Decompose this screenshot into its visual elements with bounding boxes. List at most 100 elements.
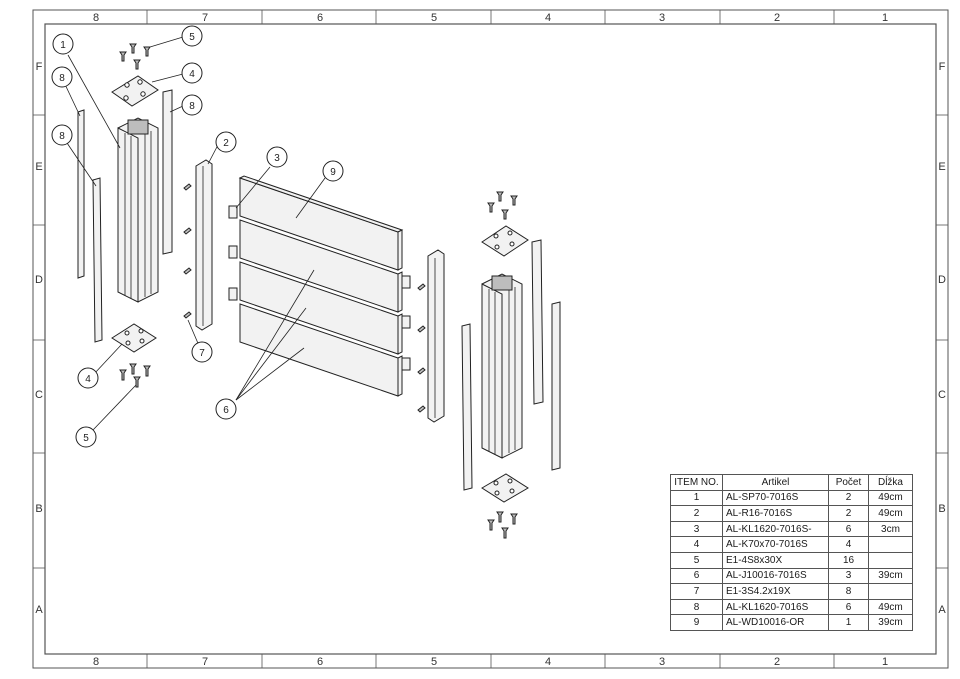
svg-text:7: 7: [199, 348, 205, 359]
callout-8-a: 8: [51, 66, 73, 88]
svg-text:9: 9: [330, 167, 336, 178]
inner-border: [44, 23, 937, 655]
screw-group-bottom-left: [119, 363, 151, 388]
svg-text:8: 8: [189, 101, 195, 112]
rail-profile-2-right: [427, 249, 445, 423]
callout-4-bottom: 4: [77, 367, 99, 389]
corner-plate-bottom-right: [481, 473, 529, 503]
callout-5-top: 5: [181, 25, 203, 47]
bom-article: E1-3S4.2x19X: [722, 583, 829, 600]
bom-count: 3: [828, 567, 869, 585]
zone-col-bottom-5: 5: [431, 656, 437, 668]
svg-text:8: 8: [59, 131, 65, 142]
bom-article: AL-R16-7016S: [722, 505, 829, 522]
bom-length: [868, 551, 913, 569]
bom-count: 2: [828, 489, 869, 507]
zone-row-right-E: E: [938, 161, 945, 173]
zone-col-top-7: 7: [202, 12, 208, 24]
bom-item: 4: [670, 536, 723, 553]
bom-length: [868, 536, 913, 553]
bom-article: AL-WD10016-OR: [722, 614, 829, 631]
bom-count: 2: [828, 505, 869, 522]
callout-9: 9: [322, 160, 344, 182]
screw-group-top-left: [119, 43, 151, 70]
small-screws-7: [183, 183, 426, 413]
bom-length: 49cm: [868, 489, 913, 507]
boards: [238, 175, 404, 397]
board-9: [238, 175, 404, 271]
svg-text:3: 3: [274, 153, 280, 164]
zone-col-bottom-8: 8: [93, 656, 99, 668]
zone-row-right-D: D: [938, 274, 946, 286]
bom-article: AL-KL1620-7016S: [722, 598, 829, 616]
bom-article: AL-KL1620-7016S-: [722, 520, 829, 538]
bom-count: 4: [828, 536, 869, 553]
zone-row-left-F: F: [36, 61, 43, 73]
bom-item: 9: [670, 614, 723, 631]
bom-header-row: ITEM NO. Artikel Počet Dĺžka: [670, 474, 913, 491]
left-post-assembly: [77, 43, 173, 388]
cover-strip-right-a: [531, 239, 544, 405]
bom-item: 6: [670, 567, 723, 585]
zone-col-bottom-2: 2: [774, 656, 780, 668]
cover-strip-8a: [77, 109, 85, 279]
svg-text:8: 8: [59, 73, 65, 84]
zone-col-top-5: 5: [431, 12, 437, 24]
zone-col-top-8: 8: [93, 12, 99, 24]
bom-count: 16: [828, 551, 869, 569]
zone-col-top-1: 1: [882, 12, 888, 24]
bom-header-length: Dĺžka: [868, 474, 913, 491]
svg-text:5: 5: [189, 32, 195, 43]
zone-col-bottom-1: 1: [882, 656, 888, 668]
zone-row-right-A: A: [938, 604, 946, 616]
screw-group-bottom-right: [487, 511, 518, 539]
svg-text:2: 2: [223, 138, 229, 149]
svg-text:4: 4: [189, 69, 195, 80]
svg-text:6: 6: [223, 405, 229, 416]
bom-header-count: Počet: [828, 474, 869, 491]
zone-ticks: [33, 10, 948, 668]
zone-col-top-4: 4: [545, 12, 551, 24]
svg-text:4: 4: [85, 374, 91, 385]
cover-strip-right-c: [461, 323, 473, 491]
bom-length: 3cm: [868, 520, 913, 538]
board-6b: [239, 261, 403, 355]
zone-col-bottom-6: 6: [317, 656, 323, 668]
bom-length: 49cm: [868, 505, 913, 522]
right-post-assembly: [461, 191, 561, 539]
bom-item: 1: [670, 489, 723, 507]
zone-row-left-B: B: [35, 503, 42, 515]
bom-item: 5: [670, 551, 723, 569]
callout-7: 7: [191, 341, 213, 363]
bom-count: 6: [828, 598, 869, 616]
callout-3: 3: [266, 146, 288, 168]
bom-count: 6: [828, 520, 869, 538]
post-profile-left: [117, 117, 159, 303]
rail-profile-2: [195, 159, 213, 331]
leader-lines: [61, 36, 326, 431]
zone-col-bottom-4: 4: [545, 656, 551, 668]
cover-strip-8c: [162, 89, 173, 255]
zone-row-left-E: E: [35, 161, 42, 173]
bom-article: AL-SP70-7016S: [722, 489, 829, 507]
bom-length: 49cm: [868, 598, 913, 616]
bom-length: 39cm: [868, 614, 913, 631]
callout-1: 1: [52, 33, 74, 55]
zone-row-left-C: C: [35, 389, 43, 401]
bom-item: 2: [670, 505, 723, 522]
post-profile-right: [481, 273, 523, 459]
outer-border: [32, 9, 949, 669]
board-6a: [239, 219, 403, 313]
screw-group-top-right: [487, 191, 518, 220]
callout-4-top: 4: [181, 62, 203, 84]
bom-length: [868, 583, 913, 600]
cover-strip-8b: [92, 177, 103, 343]
